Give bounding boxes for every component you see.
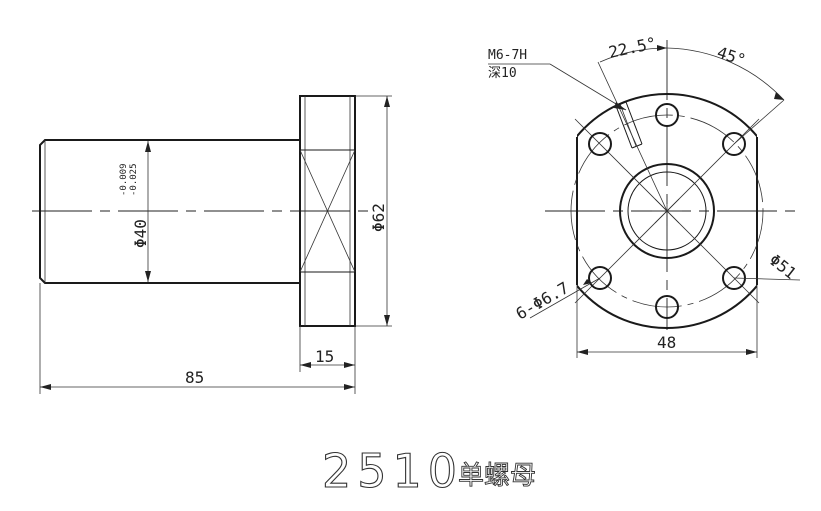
angle-large-label: 45° xyxy=(715,43,748,70)
bolt-hole xyxy=(722,132,746,156)
drawing-title: 2510 单螺母 xyxy=(321,443,536,498)
flat-width-label: 48 xyxy=(657,333,676,352)
thread-note: M6-7H xyxy=(488,48,527,63)
body-diameter-label: Φ40 xyxy=(131,219,150,248)
overall-length-label: 85 xyxy=(185,368,204,387)
holes-label: 6-Φ6.7 xyxy=(513,278,573,323)
title-name: 单螺母 xyxy=(458,461,536,491)
bolt-hole xyxy=(588,132,612,156)
side-view: Φ40 -0.009 -0.025 Φ62 15 85 xyxy=(32,95,392,394)
bolt-hole xyxy=(588,266,612,290)
flange-width-label: 15 xyxy=(315,347,334,366)
bore-outer xyxy=(619,163,715,259)
bolt-hole xyxy=(655,295,679,319)
bolt-hole xyxy=(655,103,679,127)
nut-body xyxy=(39,139,301,284)
bolt-circle-leader xyxy=(733,277,801,281)
bolt-circle xyxy=(570,114,764,308)
tolerance-upper: -0.009 xyxy=(119,163,129,196)
holes-leader xyxy=(529,277,601,319)
angle-arc-45 xyxy=(666,47,785,101)
title-model: 2510 xyxy=(322,444,463,498)
front-view: 22.5° 45° M6-7H 深10 Φ51 6-Φ6.7 48 xyxy=(488,33,800,358)
tolerance-lower: -0.025 xyxy=(129,163,139,196)
angle-small-label: 22.5° xyxy=(607,33,658,62)
bore-inner xyxy=(627,171,707,251)
flange-diameter-label: Φ62 xyxy=(369,203,388,232)
bolt-circle-label: Φ51 xyxy=(766,250,800,283)
flange xyxy=(299,95,356,327)
lube-hole xyxy=(597,61,668,212)
depth-note: 深10 xyxy=(488,66,517,81)
flange-outline xyxy=(577,93,757,329)
